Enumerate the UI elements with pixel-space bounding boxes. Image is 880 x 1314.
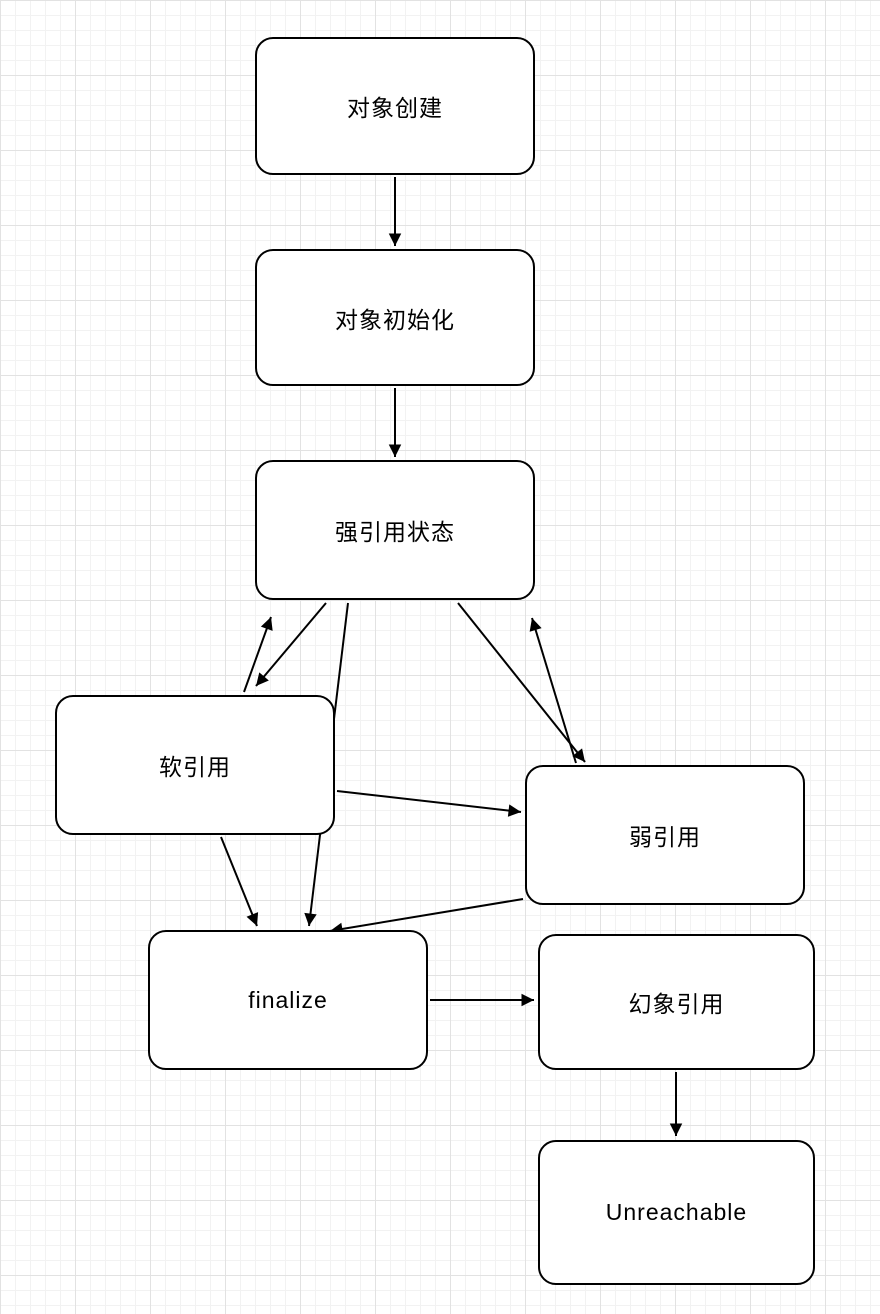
node-object-init[interactable]: 对象初始化: [255, 249, 535, 386]
edge-soft-finalize[interactable]: [220, 836, 259, 927]
node-object-init-label: 对象初始化: [335, 306, 455, 333]
node-phantom-reference-label: 幻象引用: [628, 991, 725, 1017]
node-unreachable-label: Unreachable: [605, 1199, 748, 1225]
node-object-create-label: 对象创建: [347, 95, 443, 121]
edge-strong-soft[interactable]: [255, 602, 327, 687]
edge-soft-strong[interactable]: [243, 616, 273, 693]
node-object-create[interactable]: 对象创建: [255, 37, 535, 175]
node-finalize[interactable]: finalize: [148, 930, 428, 1070]
node-unreachable[interactable]: Unreachable: [538, 1140, 815, 1285]
node-strong-reference[interactable]: 强引用状态: [255, 460, 535, 600]
node-phantom-reference[interactable]: 幻象引用: [538, 934, 815, 1070]
edge-strong-weak[interactable]: [457, 602, 586, 763]
node-weak-reference-label: 弱引用: [629, 824, 701, 850]
node-strong-reference-label: 强引用状态: [335, 519, 455, 545]
edge-weak-strong[interactable]: [529, 617, 577, 764]
node-finalize-label: finalize: [248, 986, 328, 1013]
edge-soft-weak[interactable]: [336, 790, 522, 817]
node-soft-reference[interactable]: 软引用: [55, 695, 335, 835]
node-weak-reference[interactable]: 弱引用: [525, 765, 805, 905]
node-soft-reference-label: 软引用: [159, 754, 231, 780]
edge-weak-finalize[interactable]: [329, 898, 524, 936]
